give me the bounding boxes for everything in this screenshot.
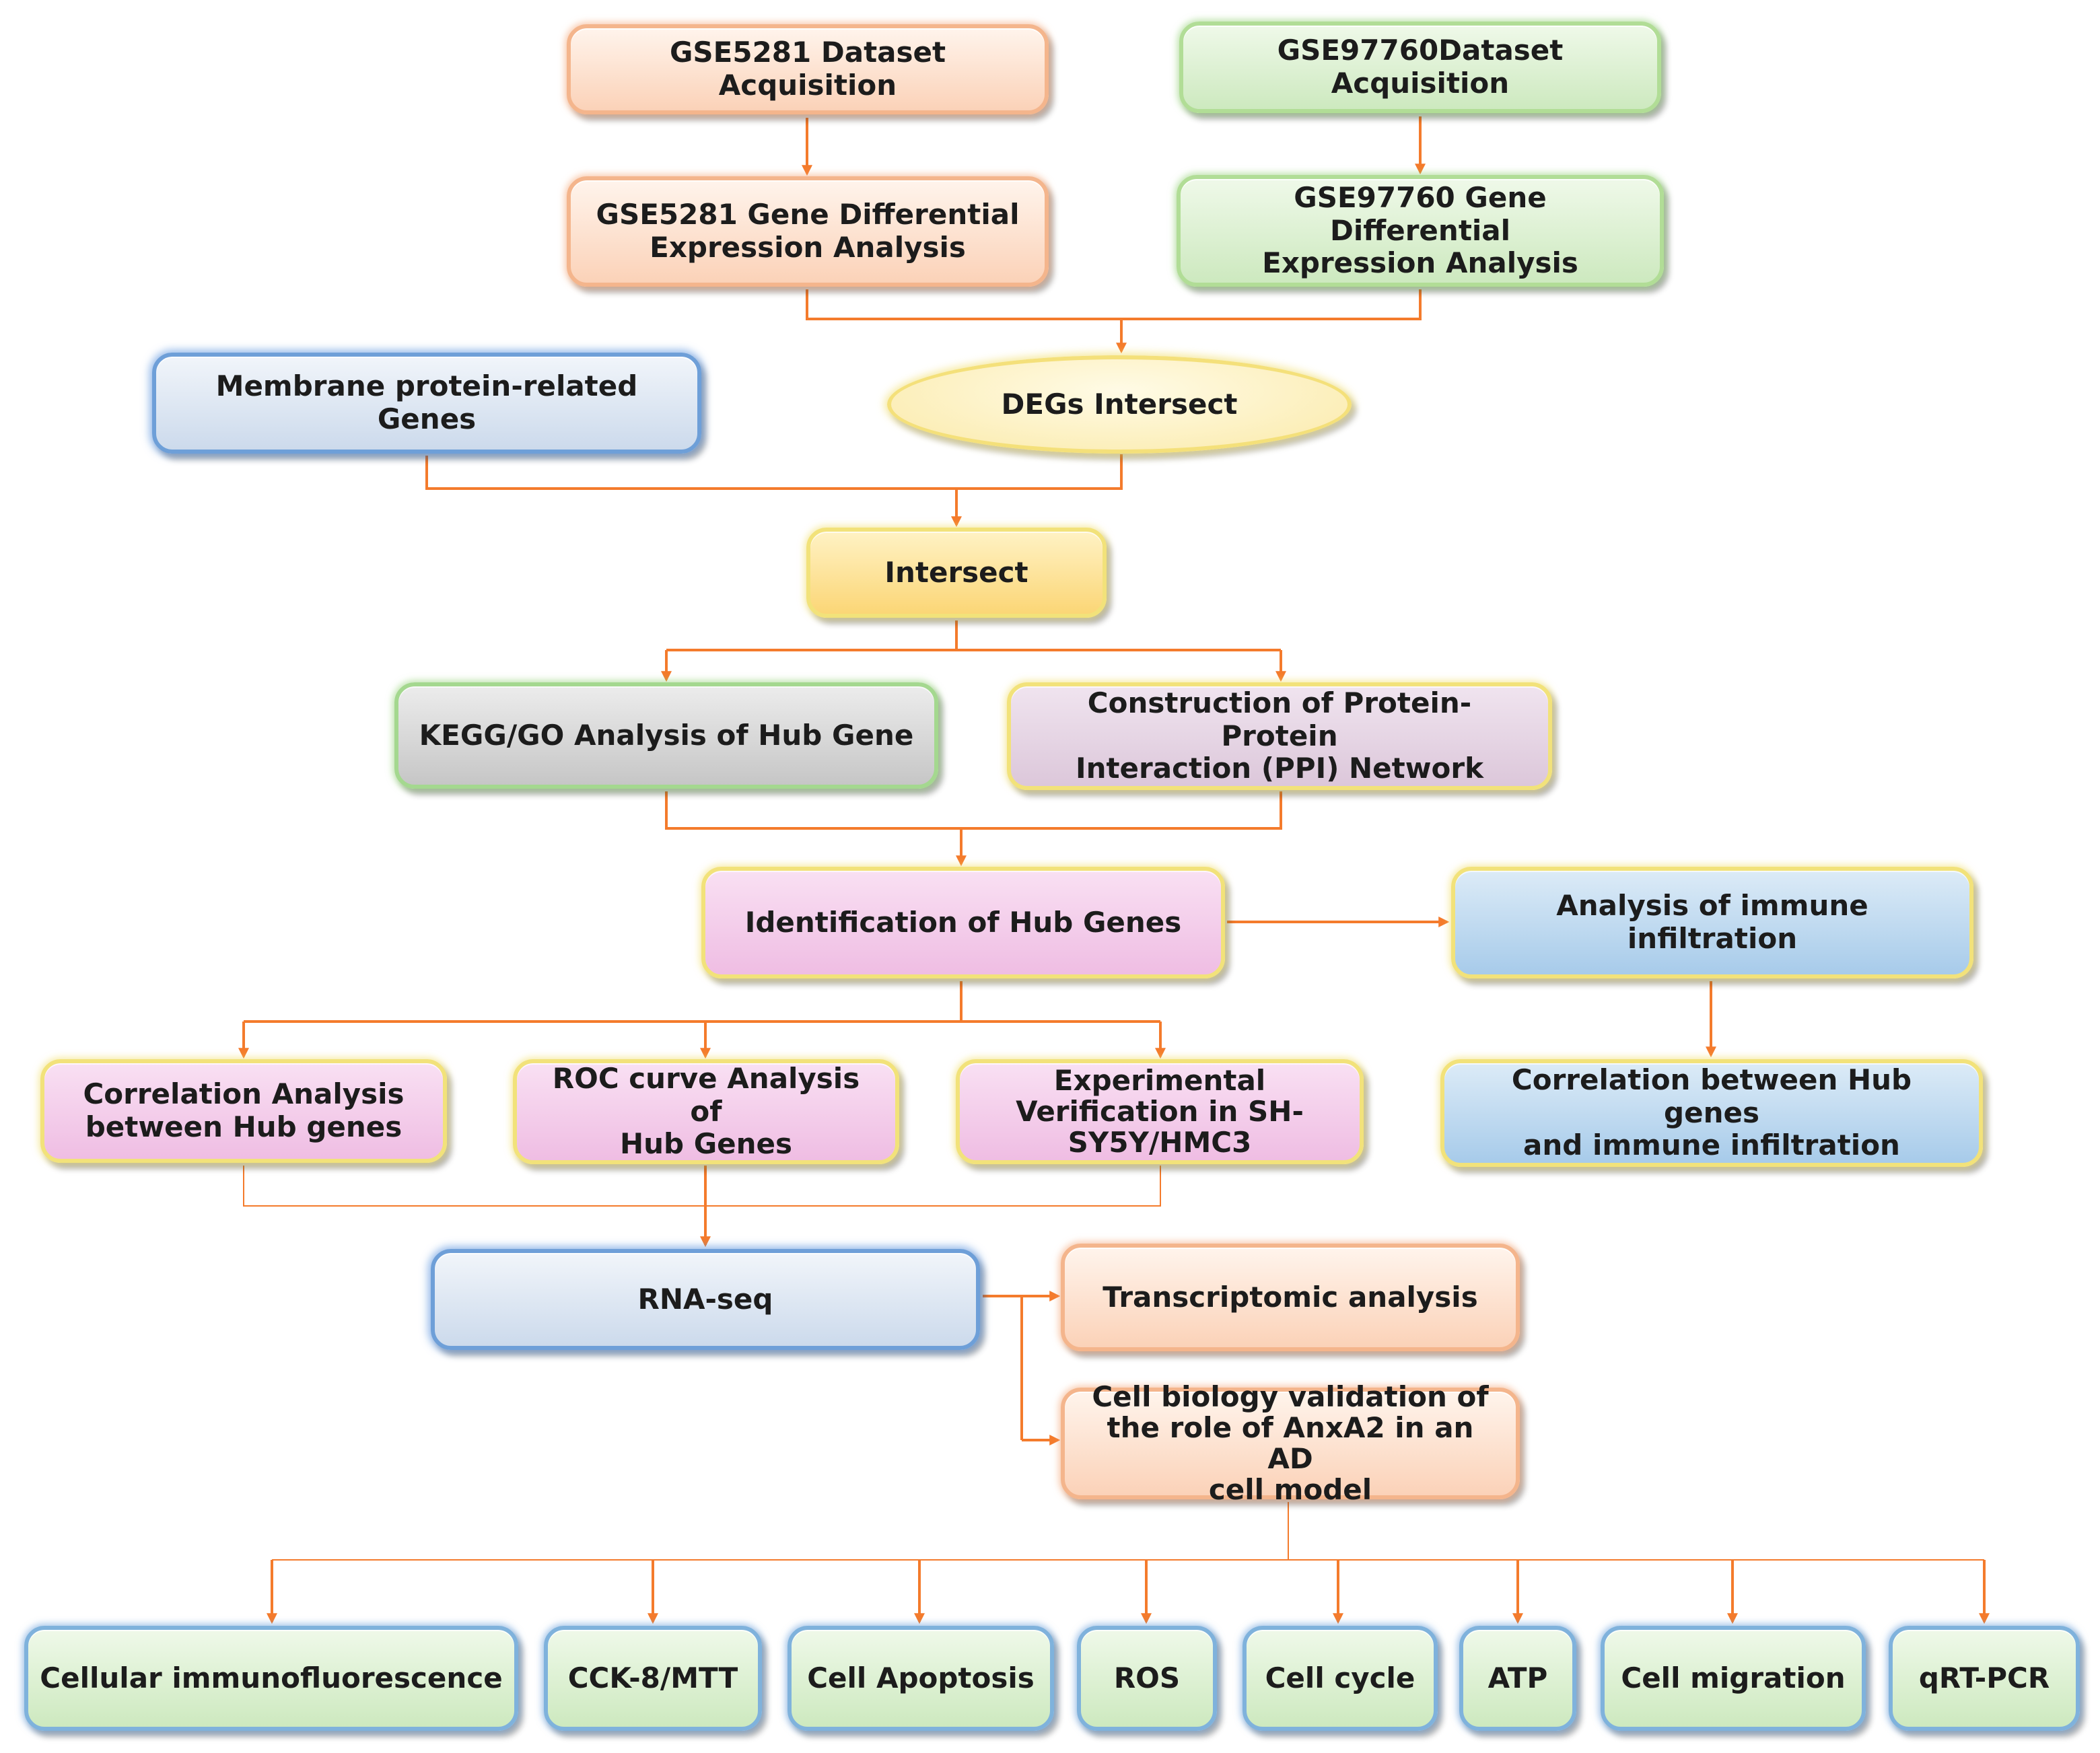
- qrt-pcr-node: qRT-PCR: [1889, 1626, 2080, 1731]
- cell-migration-node: Cell migration: [1601, 1626, 1866, 1731]
- ros-label: ROS: [1113, 1661, 1181, 1694]
- connector-hub-split: [244, 981, 1160, 1023]
- transcriptomic-label: Transcriptomic analysis: [1102, 1280, 1478, 1314]
- experimental-verification-line-2: Verification in SH-: [1016, 1094, 1304, 1128]
- cell-biology-line-3: cell model: [1208, 1473, 1372, 1507]
- cell-apoptosis-label: Cell Apoptosis: [807, 1661, 1035, 1694]
- membrane-genes-label: Membrane protein-related Genes: [215, 369, 638, 435]
- transcriptomic-node: Transcriptomic analysis: [1061, 1244, 1520, 1351]
- corr-immune-node: Correlation between Hub genes and immune…: [1440, 1059, 1983, 1167]
- intersect-label: Intersect: [884, 555, 1028, 589]
- connector-rnaseq-merge: [243, 1166, 1161, 1207]
- rnaseq-node: RNA-seq: [431, 1249, 980, 1350]
- immune-infiltration-label: Analysis of immune infiltration: [1556, 889, 1868, 955]
- experimental-verification-node: Experimental Verification in SH- SY5Y/HM…: [956, 1059, 1364, 1164]
- gse5281-acquisition-node: GSE5281 Dataset Acquisition: [567, 24, 1049, 114]
- gse97760-acquisition-node: GSE97760Dataset Acquisition: [1179, 22, 1661, 113]
- qrt-pcr-label: qRT-PCR: [1918, 1661, 2050, 1694]
- connector-rnaseq-out: [983, 1295, 1023, 1440]
- membrane-genes-node: Membrane protein-related Genes: [152, 353, 701, 454]
- gse5281-dea-line-2: Expression Analysis: [650, 231, 966, 264]
- connector-hub-merge: [665, 791, 1282, 830]
- cck8-mtt-label: CCK-8/MTT: [567, 1661, 738, 1694]
- kegg-go-node: KEGG/GO Analysis of Hub Gene: [394, 682, 938, 789]
- ppi-network-line-1: Construction of Protein-Protein: [1087, 686, 1472, 752]
- connector-dea-merge: [806, 289, 1422, 320]
- cell-apoptosis-node: Cell Apoptosis: [788, 1626, 1054, 1731]
- intersect-node: Intersect: [806, 528, 1107, 618]
- roc-analysis-node: ROC curve Analysis of Hub Genes: [513, 1059, 899, 1164]
- ros-node: ROS: [1077, 1626, 1217, 1731]
- corr-hub-genes-line-1: Correlation Analysis: [83, 1077, 405, 1111]
- atp-node: ATP: [1459, 1626, 1576, 1731]
- degs-intersect-label: DEGs Intersect: [1001, 387, 1238, 421]
- cell-migration-label: Cell migration: [1621, 1661, 1846, 1694]
- cck8-mtt-node: CCK-8/MTT: [544, 1626, 762, 1731]
- experimental-verification-line-1: Experimental: [1053, 1063, 1266, 1097]
- cell-biology-node: Cell biology validation of the role of A…: [1061, 1381, 1520, 1505]
- gse97760-dea-line-1: GSE97760 Gene Differential: [1294, 180, 1547, 247]
- hub-genes-node: Identification of Hub Genes: [701, 867, 1225, 978]
- ppi-network-line-2: Interaction (PPI) Network: [1075, 752, 1484, 785]
- roc-analysis-line-2: Hub Genes: [619, 1127, 793, 1161]
- kegg-go-label: KEGG/GO Analysis of Hub Gene: [419, 718, 914, 752]
- experimental-verification-line-3: SY5Y/HMC3: [1068, 1126, 1252, 1159]
- gse97760-acquisition-label: GSE97760Dataset Acquisition: [1277, 34, 1564, 100]
- corr-immune-line-2: and immune infiltration: [1523, 1129, 1900, 1162]
- cell-cycle-label: Cell cycle: [1265, 1661, 1415, 1694]
- cell-cycle-node: Cell cycle: [1242, 1626, 1438, 1731]
- corr-hub-genes-line-2: between Hub genes: [85, 1110, 403, 1143]
- degs-intersect-node: DEGs Intersect: [887, 355, 1352, 454]
- connector-intersect-split: [666, 620, 1281, 651]
- corr-hub-genes-node: Correlation Analysis between Hub genes: [40, 1059, 447, 1163]
- gse5281-dea-line-1: GSE5281 Gene Differential: [596, 198, 1020, 231]
- hub-genes-label: Identification of Hub Genes: [744, 905, 1182, 939]
- gse5281-acquisition-label: GSE5281 Dataset Acquisition: [669, 36, 946, 102]
- cell-biology-line-2: the role of AnxA2 in an AD: [1107, 1410, 1474, 1475]
- corr-immune-line-1: Correlation between Hub genes: [1511, 1063, 1912, 1129]
- ppi-network-node: Construction of Protein-Protein Interact…: [1007, 682, 1552, 790]
- gse97760-dea-line-2: Expression Analysis: [1262, 246, 1578, 280]
- connector-assay-split: [272, 1502, 1984, 1561]
- cell-biology-line-1: Cell biology validation of: [1092, 1380, 1489, 1413]
- atp-label: ATP: [1488, 1661, 1548, 1694]
- gse97760-dea-node: GSE97760 Gene Differential Expression An…: [1177, 175, 1664, 287]
- rnaseq-label: RNA-seq: [637, 1282, 773, 1316]
- roc-analysis-line-1: ROC curve Analysis of: [552, 1061, 860, 1128]
- immune-infiltration-node: Analysis of immune infiltration: [1451, 867, 1973, 978]
- gse5281-dea-node: GSE5281 Gene Differential Expression Ana…: [567, 176, 1049, 287]
- cellular-immunofluorescence-label: Cellular immunofluorescence: [40, 1661, 503, 1694]
- cellular-immunofluorescence-node: Cellular immunofluorescence: [24, 1626, 518, 1731]
- connector-intersect-merge: [425, 454, 1123, 490]
